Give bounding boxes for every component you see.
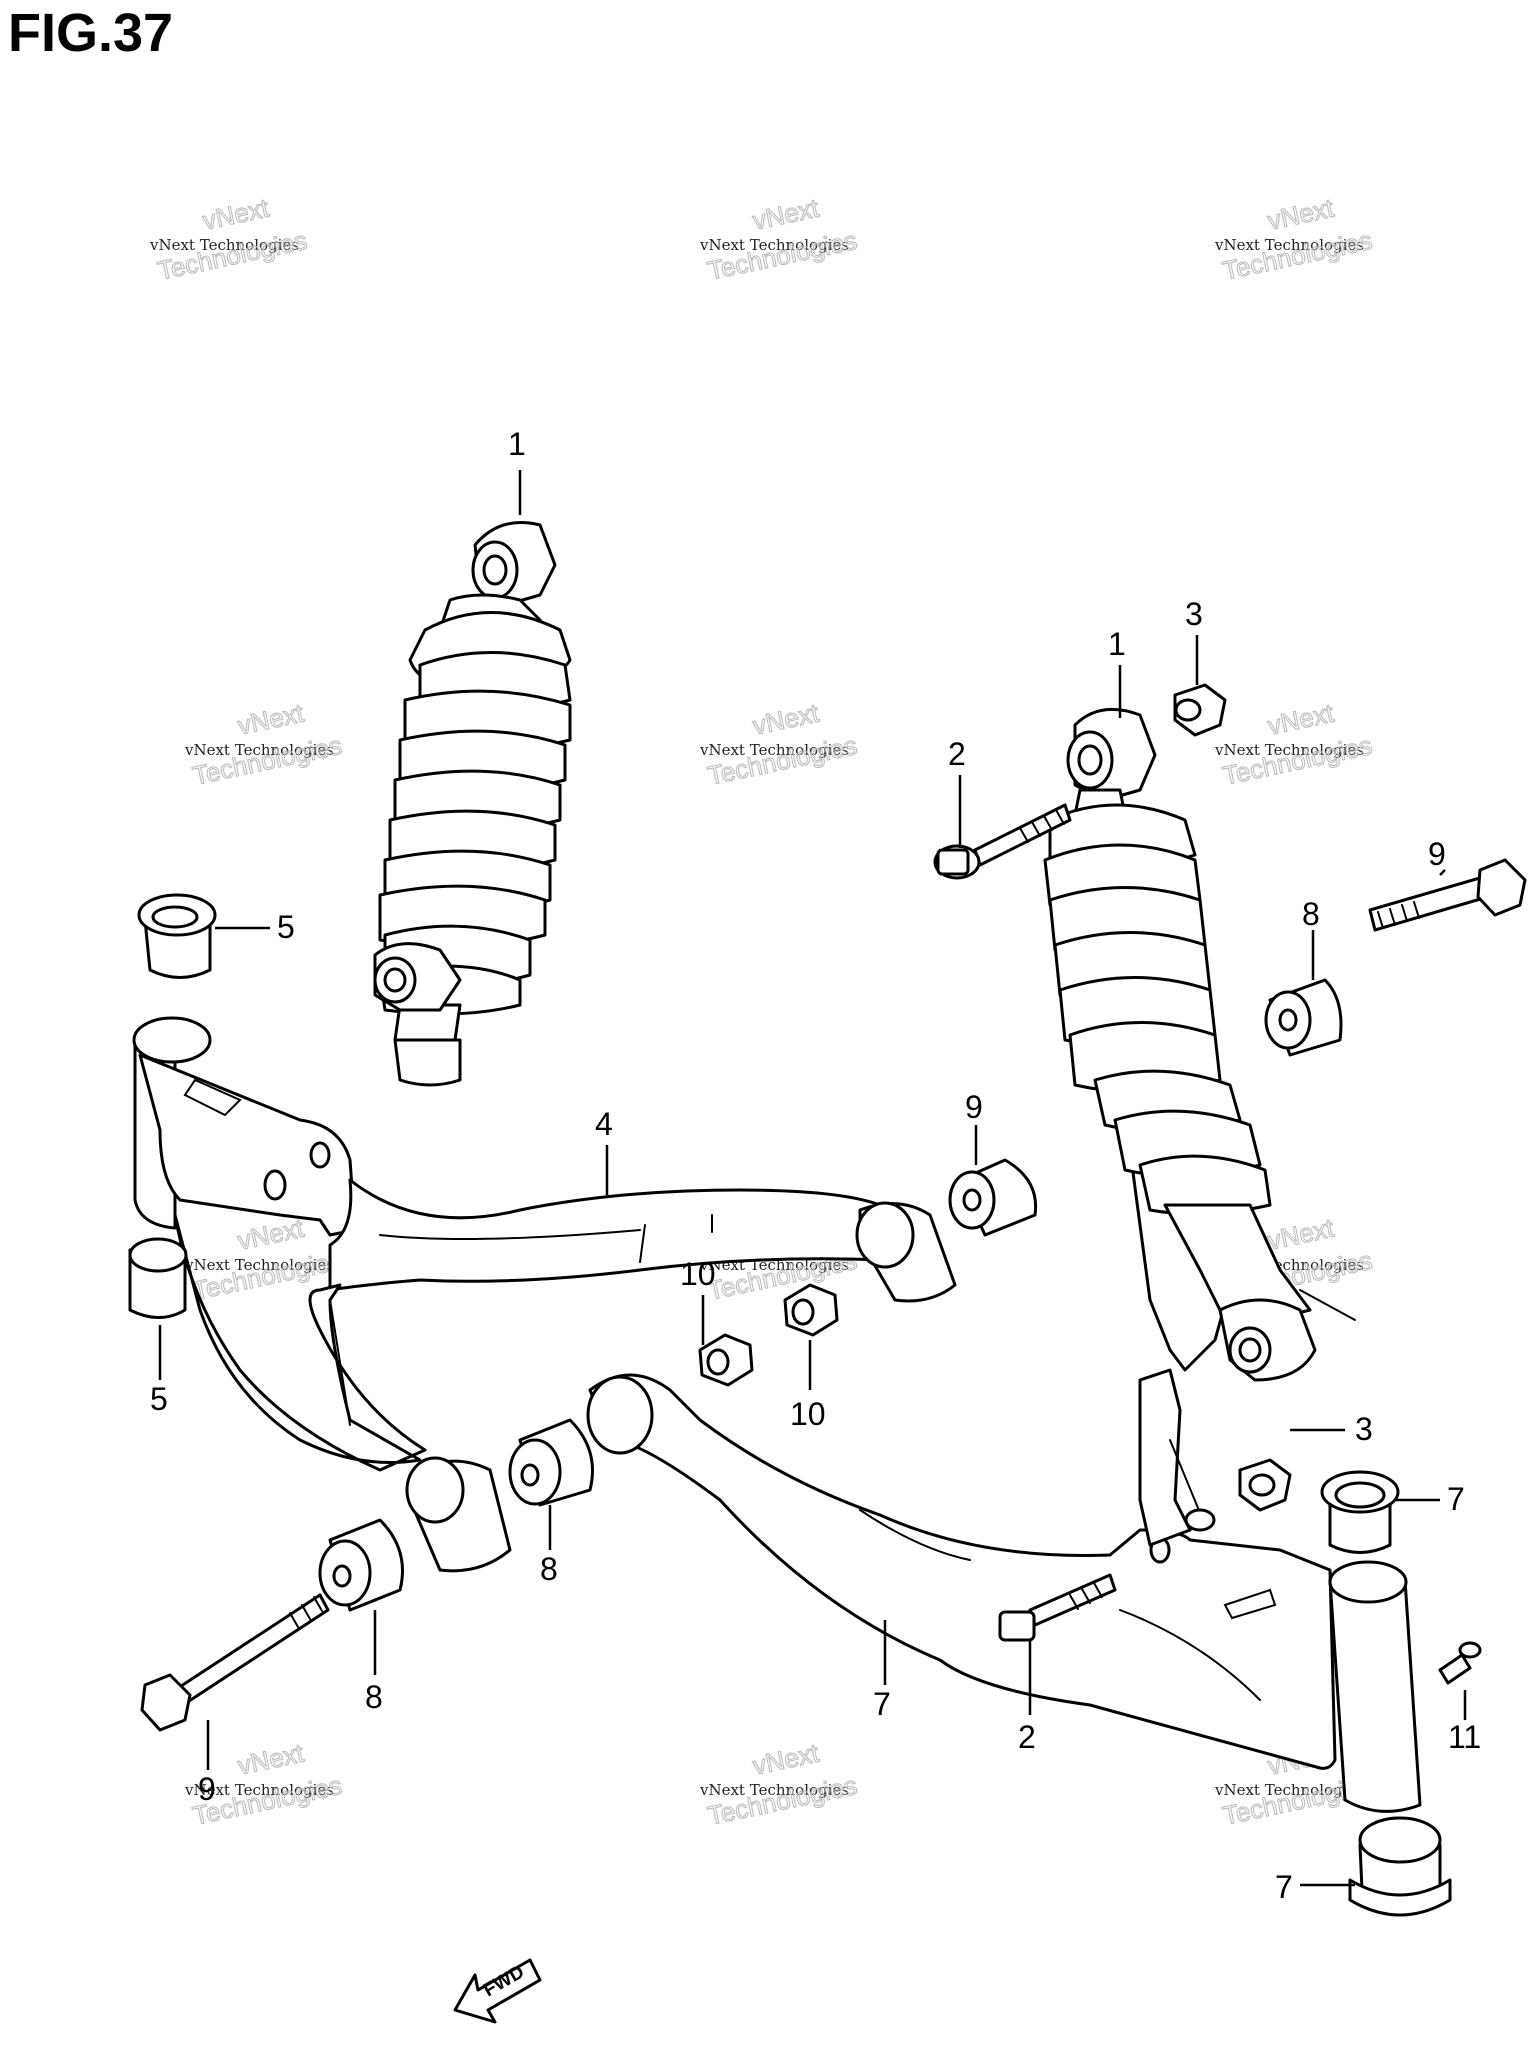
shock-absorber-right (1043, 707, 1356, 1382)
bushing-8-lower (318, 1518, 404, 1612)
callout-9-mid: 9 (965, 1089, 983, 1125)
callout-3-top: 3 (1185, 596, 1203, 632)
bushing-8-mid (508, 1418, 594, 1507)
bushing-7-upper (1320, 1470, 1400, 1554)
bushing-8-top (1264, 978, 1343, 1057)
callout-3-lower: 3 (1355, 1411, 1373, 1447)
watermark: vNext vNext Technologies Technologies (699, 1737, 860, 1831)
bushing-5-top (137, 893, 217, 979)
callout-8-top: 8 (1302, 896, 1320, 932)
watermark: vNext vNext Technologies Technologies (149, 192, 310, 286)
svg-text:vNext: vNext (1265, 1213, 1337, 1256)
svg-text:vNext Technologies: vNext Technologies (699, 236, 849, 254)
svg-text:vNext: vNext (235, 698, 307, 741)
bolt-9-lower (140, 1593, 330, 1732)
svg-text:vNext Technologies: vNext Technologies (1214, 236, 1364, 254)
svg-text:vNext Technologies: vNext Technologies (699, 1781, 849, 1799)
collar-9-mid (948, 1158, 1038, 1237)
callout-2-lower: 2 (1018, 1719, 1036, 1755)
watermark: vNext vNext Technologies Technologies (699, 697, 860, 791)
nut-3-lower (1238, 1458, 1292, 1512)
callout-5-top: 5 (277, 909, 295, 945)
bolt-9-top (1368, 858, 1527, 932)
svg-text:vNext: vNext (1265, 193, 1337, 236)
svg-text:vNext Technologies: vNext Technologies (149, 236, 299, 254)
svg-text:vNext: vNext (750, 1738, 822, 1781)
svg-text:Technologies: Technologies (1220, 730, 1375, 791)
callout-7-upper: 7 (1447, 1481, 1465, 1517)
bolt-2-top (933, 803, 1072, 880)
nut-3-top (1173, 683, 1227, 737)
callout-8-mid: 8 (540, 1551, 558, 1587)
callout-10-left: 10 (680, 1256, 716, 1292)
watermark: vNext vNext Technologies Technologies (1214, 192, 1375, 286)
leader-lines (158, 470, 1467, 1887)
bushing-7-lower (1348, 1816, 1452, 1917)
upper-arm (132, 1016, 957, 1573)
callout-5-lower: 5 (150, 1381, 168, 1417)
svg-text:Technologies: Technologies (705, 730, 860, 791)
svg-text:vNext Technologies: vNext Technologies (184, 741, 334, 759)
callout-2-top: 2 (948, 736, 966, 772)
svg-text:vNext Technologies: vNext Technologies (184, 1256, 334, 1274)
svg-text:vNext Technologies: vNext Technologies (184, 1781, 334, 1799)
svg-text:vNext: vNext (1265, 698, 1337, 741)
nut-10-left (698, 1333, 754, 1387)
svg-text:vNext Technologies: vNext Technologies (1214, 741, 1364, 759)
shock-absorber-left (373, 521, 572, 1087)
svg-text:vNext Technologies: vNext Technologies (699, 741, 849, 759)
callout-1-left: 1 (508, 426, 526, 462)
svg-text:vNext: vNext (235, 1738, 307, 1781)
svg-text:Technologies: Technologies (705, 1770, 860, 1831)
svg-text:vNext: vNext (235, 1213, 307, 1256)
watermark: vNext vNext Technologies Technologies (184, 697, 345, 791)
small-parts (128, 683, 1527, 1917)
callout-7-lower: 7 (1275, 1869, 1293, 1905)
callout-10-right: 10 (790, 1396, 826, 1432)
grease-nipple-11 (1438, 1641, 1482, 1685)
watermark: vNext vNext Technologies Technologies (699, 192, 860, 286)
bolt-2-lower (998, 1573, 1117, 1642)
watermark: vNext vNext Technologies Technologies (1214, 697, 1375, 791)
forward-arrow: FWD (453, 1958, 542, 2024)
svg-text:Technologies: Technologies (190, 730, 345, 791)
svg-text:vNext: vNext (750, 193, 822, 236)
callout-8-lower: 8 (365, 1679, 383, 1715)
callout-9-lower: 9 (198, 1771, 216, 1807)
callout-7-mid: 7 (873, 1686, 891, 1722)
svg-text:Technologies: Technologies (1220, 225, 1375, 286)
callouts: 1 1 3 2 9 8 5 4 9 10 5 10 3 7 8 8 7 2 11… (150, 426, 1481, 1905)
nut-10-right (783, 1283, 839, 1337)
svg-text:Technologies: Technologies (705, 225, 860, 286)
callout-4: 4 (595, 1106, 613, 1142)
svg-text:vNext: vNext (750, 698, 822, 741)
figure-title: FIG.37 (8, 3, 174, 63)
callout-11: 11 (1448, 1719, 1481, 1755)
bushing-5-lower (128, 1237, 188, 1319)
callout-1-right: 1 (1108, 626, 1126, 662)
svg-text:Technologies: Technologies (155, 225, 310, 286)
callout-9-top: 9 (1428, 836, 1446, 872)
svg-text:vNext Technologies: vNext Technologies (1214, 1781, 1364, 1799)
svg-text:vNext: vNext (200, 193, 272, 236)
